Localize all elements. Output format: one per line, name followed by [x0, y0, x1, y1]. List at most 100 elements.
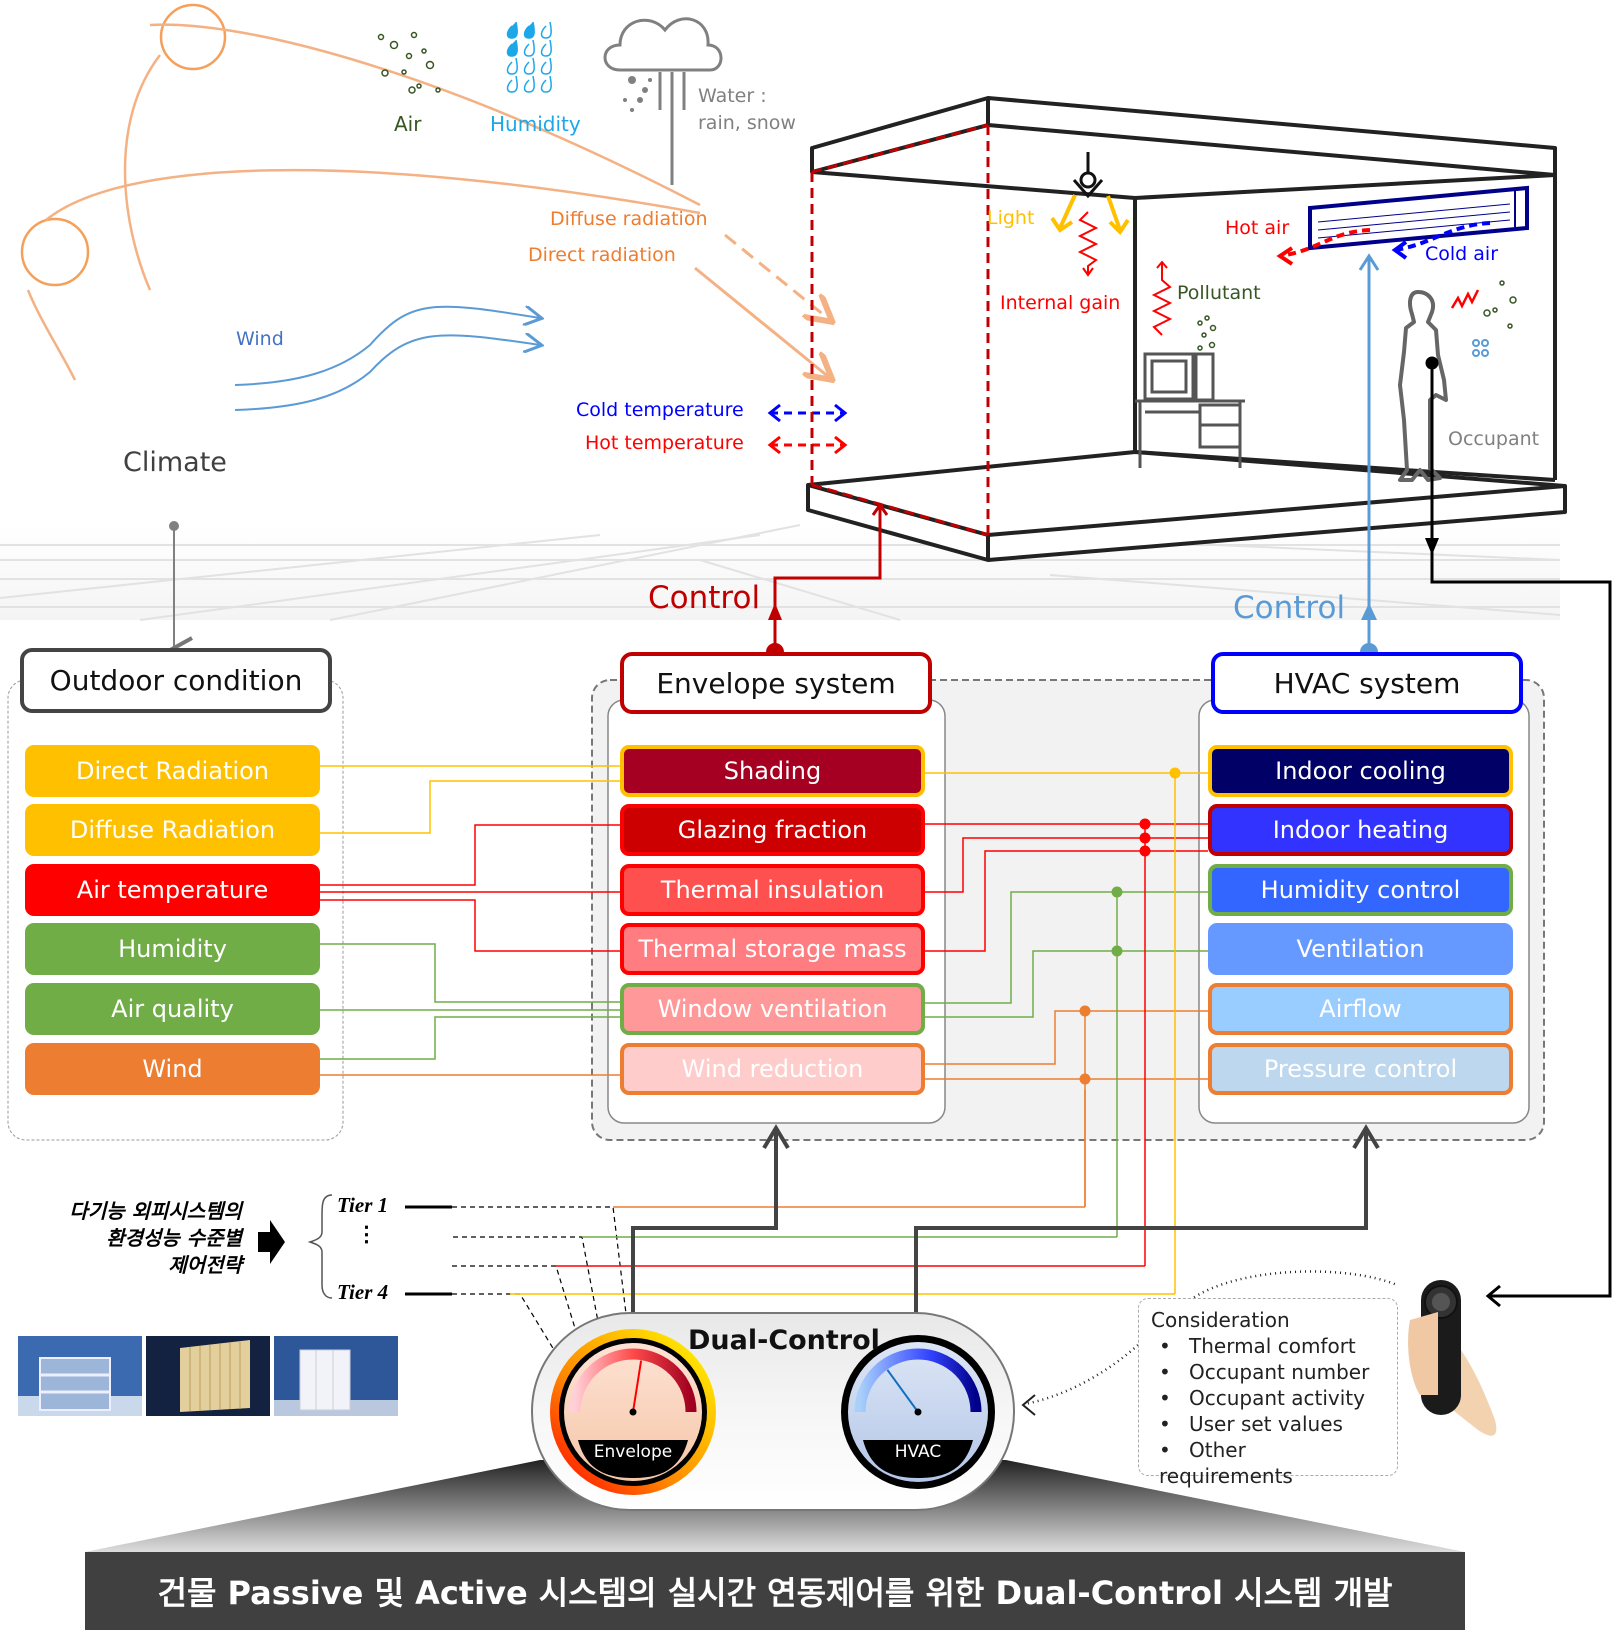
strategy-note-line-3: 제어전략 — [168, 1253, 242, 1277]
label-internal-gain: Internal gain — [1000, 292, 1121, 314]
link-air-temp-glazing — [320, 824, 620, 886]
pollutant-particles — [1197, 315, 1217, 351]
envelope-item-glazing-fraction: Glazing fraction — [620, 804, 925, 856]
junction-dot — [1079, 1073, 1091, 1085]
link-air-temp-storage — [320, 899, 620, 952]
humidity-drops-icon — [506, 21, 552, 93]
hot-temperature-arrow — [767, 435, 848, 455]
occupant-sweat-icon — [1472, 339, 1489, 357]
label-water: Water : — [698, 85, 767, 107]
tier-ellipsis: ⋮ — [356, 1222, 377, 1246]
sun-path — [20, 3, 701, 381]
hvac-system-header: HVAC system — [1211, 652, 1523, 714]
junction-dot — [1111, 886, 1123, 898]
radiation-arrows — [694, 233, 830, 378]
hvac-item-indoor-heating: Indoor heating — [1208, 804, 1513, 856]
consideration-item: User set values — [1159, 1411, 1385, 1437]
remote-controller-icon — [1408, 1280, 1497, 1436]
hvac-item-ventilation: Ventilation — [1208, 923, 1513, 975]
label-cold-temperature: Cold temperature — [576, 399, 744, 421]
occupant-feedback-arrow — [1425, 356, 1612, 1308]
strategy-note: 다기능 외피시스템의 환경성능 수준별 제어전략 — [20, 1198, 242, 1279]
sun-low-icon — [20, 217, 90, 287]
strategy-arrow-icon — [258, 1220, 285, 1264]
humidity-drop — [523, 75, 535, 93]
envelope-control-label: Control — [648, 580, 761, 616]
strategy-note-line-1: 다기능 외피시스템의 — [69, 1199, 242, 1223]
sun-high-icon — [159, 3, 227, 71]
hvac-item-humidity-control: Humidity control — [1208, 864, 1513, 916]
air-particles-icon — [377, 31, 441, 94]
junction-dot — [1169, 767, 1181, 779]
hvac-item-pressure-control: Pressure control — [1208, 1043, 1513, 1095]
humidity-drop — [540, 21, 552, 39]
label-cold-air: Cold air — [1425, 243, 1499, 265]
humidity-drop — [506, 39, 518, 57]
label-pollutant: Pollutant — [1177, 282, 1261, 304]
label-light: Light — [987, 207, 1035, 229]
floor-grid — [0, 524, 1561, 621]
cold-air-arrow — [1391, 221, 1491, 260]
consideration-item: Thermal comfort — [1159, 1333, 1385, 1359]
envelope-item-thermal-storage-mass: Thermal storage mass — [620, 923, 925, 975]
humidity-drop — [540, 75, 552, 93]
cloud-rain-snow-icon — [603, 17, 723, 185]
envelope-system-title: Envelope system — [656, 666, 896, 700]
connection-lines — [320, 765, 1208, 1294]
climate-connector — [169, 521, 179, 648]
hvac-control-arrow — [1358, 253, 1380, 650]
link-wind-window-vent — [320, 1016, 620, 1060]
outdoor-condition-title: Outdoor condition — [49, 664, 303, 697]
junction-dot — [1139, 845, 1151, 857]
consideration-item: Occupant activity — [1159, 1385, 1385, 1411]
link-humidity-window-vent — [320, 943, 620, 1003]
envelope-item-window-ventilation: Window ventilation — [620, 983, 925, 1035]
outdoor-item-humidity: Humidity — [25, 923, 320, 975]
humidity-drop — [540, 39, 552, 57]
occupant-icon — [1398, 290, 1448, 482]
envelope-item-wind-reduction: Wind reduction — [620, 1043, 925, 1095]
building-thumbnail-1 — [18, 1336, 142, 1416]
junction-dot — [1139, 818, 1151, 830]
outdoor-item-diffuse-radiation: Diffuse Radiation — [25, 804, 320, 856]
climate-title: Climate — [123, 447, 227, 478]
link-insulation-heating — [925, 837, 1208, 893]
humidity-drop — [523, 39, 535, 57]
junction-dot — [1111, 945, 1123, 957]
label-air: Air — [394, 112, 422, 136]
consideration-panel: Consideration Thermal comfort Occupant n… — [1138, 1298, 1398, 1488]
outdoor-item-wind: Wind — [25, 1043, 320, 1095]
wind-icon — [234, 307, 540, 411]
link-window-vent-humidity — [925, 891, 1208, 1004]
hvac-system-title: HVAC system — [1273, 666, 1461, 700]
direct-radiation-arrow — [694, 266, 830, 378]
building-thumbnail-3 — [274, 1336, 398, 1416]
air-conditioner-icon — [1308, 185, 1529, 251]
label-humidity: Humidity — [490, 112, 581, 136]
label-hot-air: Hot air — [1225, 217, 1290, 239]
humidity-drop — [506, 21, 518, 39]
strategy-note-line-2: 환경성능 수준별 — [106, 1226, 242, 1250]
diffuse-radiation-arrow — [724, 233, 830, 320]
hvac-control-arrowhead — [1361, 603, 1377, 620]
system-feedback-lines — [631, 1124, 1380, 1335]
humidity-drop — [523, 57, 535, 75]
link-diffuse-radiation-shading — [320, 780, 620, 834]
consideration-arrowhead — [1021, 1394, 1036, 1416]
tier-1-label: Tier 1 — [337, 1193, 389, 1217]
envelope-item-thermal-insulation: Thermal insulation — [620, 864, 925, 916]
tier-4-label: Tier 4 — [337, 1280, 389, 1304]
link-wind-reduction-airflow — [925, 1010, 1208, 1065]
humidity-drop — [540, 57, 552, 75]
hvac-gauge — [841, 1335, 995, 1489]
outdoor-item-air-quality: Air quality — [25, 983, 320, 1035]
label-wind: Wind — [236, 328, 284, 350]
label-hot-temperature: Hot temperature — [585, 432, 744, 454]
consideration-item: Occupant number — [1159, 1359, 1385, 1385]
label-direct-radiation: Direct radiation — [528, 244, 676, 266]
outdoor-condition-header: Outdoor condition — [20, 648, 332, 713]
title-banner-text: 건물 Passive 및 Active 시스템의 실시간 연동제어를 위한 Du… — [157, 1574, 1393, 1612]
occupant-heat-icon — [1450, 289, 1480, 309]
room-outline — [806, 96, 1567, 562]
tier-lines — [405, 1090, 1175, 1369]
